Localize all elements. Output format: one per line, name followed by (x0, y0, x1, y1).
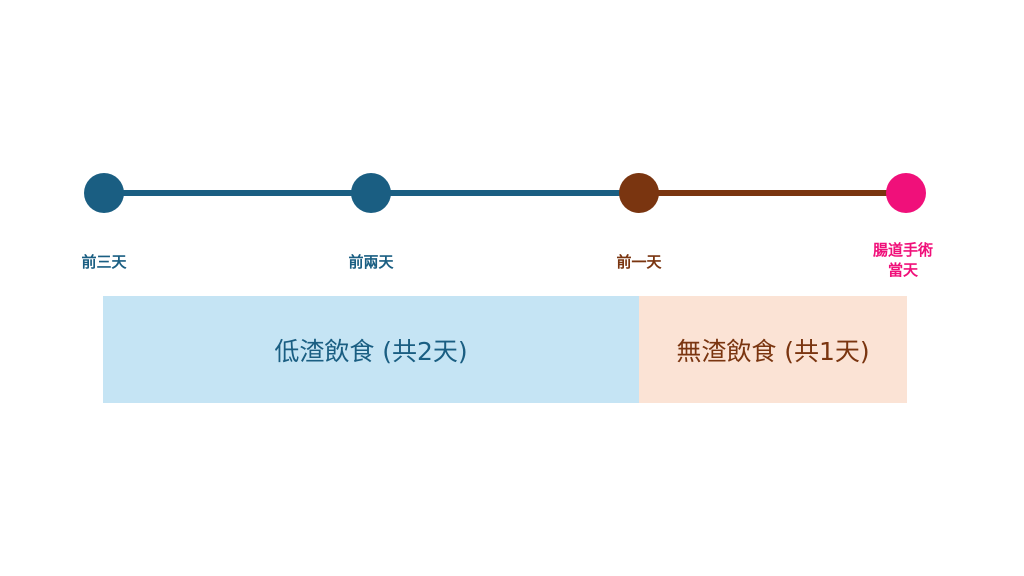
step-label-2-days-before: 前兩天 (348, 253, 394, 271)
phase-residue-free-label: 無渣飲食 (共1天) (676, 336, 870, 366)
step-label-surgery-day: 腸道手術 當天 (872, 241, 933, 279)
phase-low-residue-diet: 低渣飲食 (共2天) (103, 296, 639, 403)
step-dot-3-days-before (84, 173, 124, 213)
phase-residue-free-diet: 無渣飲食 (共1天) (639, 296, 907, 403)
step-dot-2-days-before (351, 173, 391, 213)
step-label-1-day-before: 前一天 (616, 253, 662, 271)
phase-low-residue-label: 低渣飲食 (共2天) (274, 336, 468, 366)
step-dot-1-day-before (619, 173, 659, 213)
step-dot-surgery-day (886, 173, 926, 213)
step-label-3-days-before: 前三天 (81, 253, 127, 271)
